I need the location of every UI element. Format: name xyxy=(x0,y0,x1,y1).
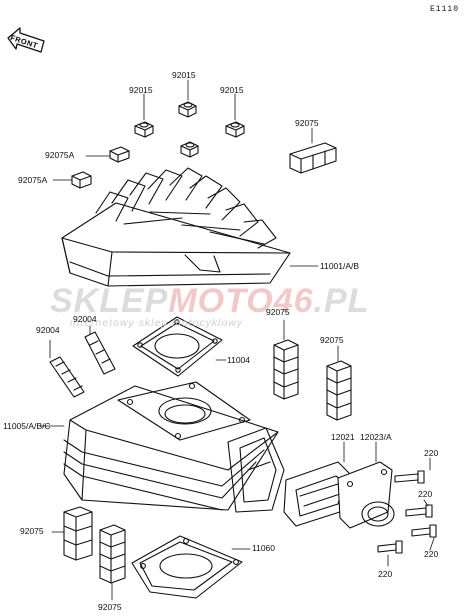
label-cylinder-head: 11001/A/B xyxy=(320,261,360,271)
nut-top xyxy=(178,101,197,118)
label-damper-group-right: 92075 xyxy=(320,335,344,345)
nut-left xyxy=(134,121,154,138)
base-gasket xyxy=(131,535,243,599)
bolt-lower xyxy=(411,524,437,538)
label-head-gasket: 11004 xyxy=(227,355,251,365)
label-damper-92075a-lower: 92075A xyxy=(18,175,48,185)
damper-92075a-lower xyxy=(71,171,92,189)
watermark-subtitle: internetowy sklep motocyklowy xyxy=(70,317,244,329)
damper-group-top-right xyxy=(289,142,337,174)
label-nut-left: 92015 xyxy=(129,85,153,95)
damper-stack-right xyxy=(326,360,352,421)
nut-right xyxy=(225,121,245,138)
watermark-logo: SKLEPMOTO46.PL xyxy=(50,282,370,320)
label-cylinder: 11005/A/B/C xyxy=(3,421,51,431)
intake-pipe xyxy=(337,461,395,529)
label-intake-pipe: 12023/A xyxy=(360,432,392,442)
label-nut-right: 92015 xyxy=(220,85,244,95)
label-nut-top: 92015 xyxy=(172,70,196,80)
damper-stack-bottom xyxy=(99,524,126,584)
nut-center xyxy=(180,141,199,158)
label-damper-group-middle: 92075 xyxy=(266,307,290,317)
bolt-middle xyxy=(405,504,433,518)
damper-stack-bottom-left xyxy=(63,506,93,561)
bolt-top xyxy=(394,470,425,484)
damper-stack-middle xyxy=(273,339,299,400)
label-bolt-lower: 220 xyxy=(424,549,439,559)
label-bolt-middle: 220 xyxy=(418,489,433,499)
stud-left xyxy=(49,356,85,398)
label-base-gasket: 11060 xyxy=(252,543,276,553)
head-gasket xyxy=(132,316,223,377)
front-arrow-icon xyxy=(7,27,45,53)
stud-right xyxy=(84,331,116,375)
damper-92075a-upper xyxy=(109,146,130,163)
label-stud-left: 92004 xyxy=(36,325,60,335)
cylinder-block xyxy=(63,381,285,513)
label-bolt-top: 220 xyxy=(424,448,439,458)
label-damper-group-bottom-left: 92075 xyxy=(20,526,44,536)
label-stud-right: 92004 xyxy=(73,314,97,324)
label-reed-valve: 12021 xyxy=(331,432,355,442)
cylinder-head xyxy=(61,167,291,287)
diagram-code: E1110 xyxy=(430,5,460,14)
label-damper-group-top-right: 92075 xyxy=(295,118,319,128)
label-damper-group-bottom: 92075 xyxy=(98,602,122,612)
label-damper-92075a-upper: 92075A xyxy=(45,150,75,160)
bolt-bottom xyxy=(377,540,403,554)
label-bolt-bottom: 220 xyxy=(378,569,393,579)
